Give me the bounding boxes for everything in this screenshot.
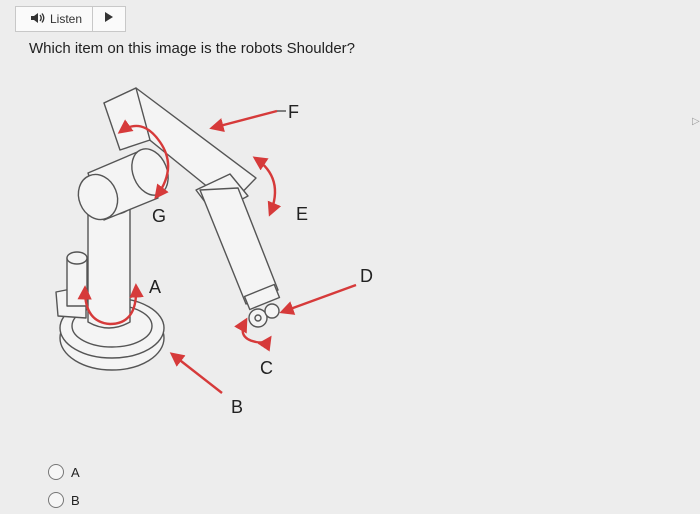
label-G: G — [152, 206, 166, 226]
label-D: D — [360, 266, 373, 286]
option-a-label: A — [71, 464, 80, 480]
option-b-label: B — [71, 492, 80, 508]
option-b-radio[interactable] — [48, 492, 64, 508]
cursor-icon: ▷ — [692, 116, 700, 127]
label-F: F — [288, 102, 299, 122]
question-text: Which item on this image is the robots S… — [29, 40, 355, 57]
answer-options: A B — [48, 458, 80, 514]
label-E: E — [296, 204, 308, 224]
label-B: B — [231, 397, 243, 417]
label-A: A — [149, 277, 161, 297]
play-icon — [104, 10, 114, 28]
listen-label: Listen — [50, 12, 83, 26]
listen-button[interactable]: Listen — [16, 7, 94, 31]
label-C: C — [260, 358, 273, 378]
option-a-radio[interactable] — [48, 464, 64, 480]
audio-toolbar: Listen — [15, 6, 127, 32]
speaker-icon — [30, 12, 46, 27]
play-button[interactable] — [93, 7, 125, 31]
option-a[interactable]: A — [48, 458, 80, 486]
option-b[interactable]: B — [48, 486, 80, 514]
